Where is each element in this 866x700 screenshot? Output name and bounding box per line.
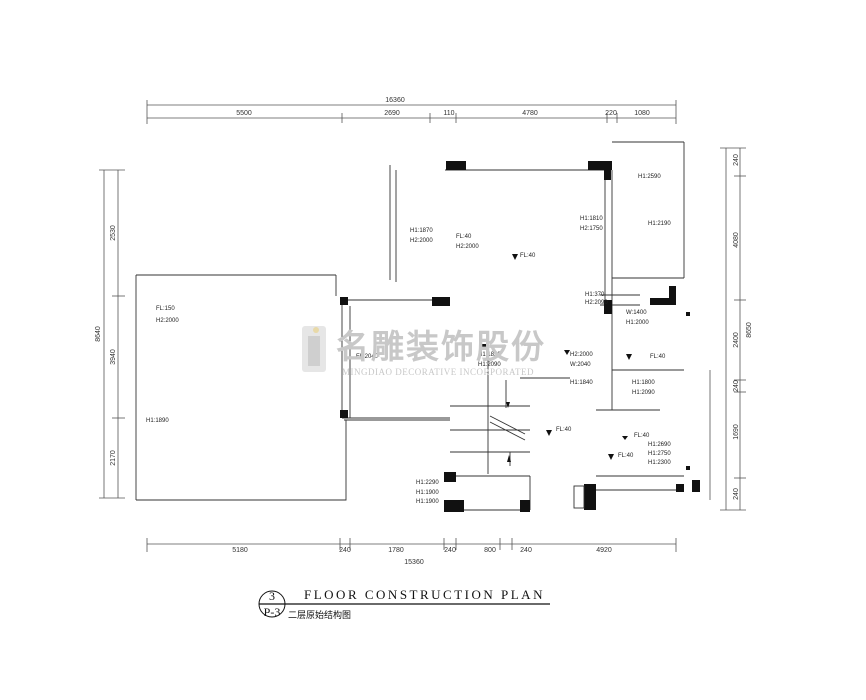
bottom-dimension: 4920 xyxy=(596,547,612,554)
wall-lines xyxy=(135,141,685,511)
elevation-label: H1:2590 xyxy=(638,174,661,180)
elevation-label: H1:2300 xyxy=(648,460,671,466)
right-dimension: 240 xyxy=(733,154,740,166)
bottom-dimension: 240 xyxy=(444,547,456,554)
right-dimension: 1690 xyxy=(733,424,740,440)
sheet-code: P-3 xyxy=(264,605,281,619)
elevation-label: H2:1750 xyxy=(580,226,603,232)
watermark-en: MINGDIAO DECORATIVE INCORPORATED xyxy=(342,367,534,377)
bottom-dimension: 5180 xyxy=(232,547,248,554)
drawing-title-en: FLOOR CONSTRUCTION PLAN xyxy=(304,587,545,602)
structural-columns xyxy=(340,161,700,512)
elevation-label: H1:370 xyxy=(585,292,605,298)
elevation-label: H1:2190 xyxy=(648,221,671,227)
top-dimension: 4780 xyxy=(522,110,538,117)
elevation-label: H2:2000 xyxy=(410,238,433,244)
elevation-label: H1:1900 xyxy=(416,490,439,496)
top-dimension: 5500 xyxy=(236,110,252,117)
left-dimension-chain xyxy=(99,169,125,499)
right-dimension: 4080 xyxy=(733,232,740,248)
bottom-dimension-chain xyxy=(146,538,677,552)
elevation-label: FL:150 xyxy=(156,306,175,312)
elevation-label: H2:2090 xyxy=(585,300,608,306)
elevation-label: FL:40 xyxy=(634,433,650,439)
right-dimension: 240 xyxy=(733,380,740,392)
elevation-label: H1:1850 xyxy=(478,352,501,358)
left-dimension: 3940 xyxy=(110,349,117,365)
top-dimension: 220 xyxy=(605,110,617,117)
elevation-label: H1:2750 xyxy=(648,451,671,457)
elevation-label: H1:1900 xyxy=(416,499,439,505)
top-dimension: 110 xyxy=(443,110,454,117)
left-dimension: 2530 xyxy=(110,225,117,241)
left-total-dimension: 8640 xyxy=(95,326,102,342)
watermark-logo-inner xyxy=(308,336,320,366)
top-total-dimension: 16360 xyxy=(385,97,405,104)
elevation-label: FL:40 xyxy=(556,427,572,433)
right-dimension: 2400 xyxy=(733,332,740,348)
bottom-dimension: 240 xyxy=(520,547,532,554)
sheet-number: 3 xyxy=(269,589,275,603)
drawing-title-cn: 二层原始结构图 xyxy=(288,609,351,621)
right-total-dimension: 8650 xyxy=(746,322,753,338)
elevation-label: FL:40 xyxy=(618,453,634,459)
bottom-dimension: 800 xyxy=(484,547,496,554)
top-dimension: 1080 xyxy=(634,110,650,117)
elevation-label: H1:1870 xyxy=(410,228,433,234)
elevation-label: H1:1890 xyxy=(146,418,169,424)
elevation-label: H1:1810 xyxy=(580,216,603,222)
right-dimension-chain xyxy=(709,147,746,511)
elevation-label: H1:1840 xyxy=(570,380,593,386)
watermark-logo-dot xyxy=(313,327,319,333)
company-watermark: 名雕装饰股份 MINGDIAO DECORATIVE INCORPORATED xyxy=(302,326,546,377)
watermark-cn: 名雕装饰股份 xyxy=(336,327,546,366)
elevation-label: H2:2000 xyxy=(156,318,179,324)
elevation-label: FL:40 xyxy=(456,234,472,240)
elevation-label: H1:2000 xyxy=(626,320,649,326)
right-dimension: 240 xyxy=(733,488,740,500)
elevation-label: H1:2290 xyxy=(416,480,439,486)
bottom-total-dimension: 15360 xyxy=(404,559,424,566)
bottom-dimension: 240 xyxy=(339,547,351,554)
bottom-dimension: 1780 xyxy=(388,547,404,554)
top-dimension: 2690 xyxy=(384,110,400,117)
elevation-label: H1:2690 xyxy=(648,442,671,448)
elevation-label: H2:2000 xyxy=(570,352,593,358)
direction-arrows xyxy=(480,254,632,462)
top-dimension-chain xyxy=(146,100,677,124)
elevation-label: FL:40 xyxy=(520,253,536,259)
elevation-label: W:2040 xyxy=(570,362,591,368)
elevation-label: FL:40 xyxy=(650,354,666,360)
elevation-label: H1:2090 xyxy=(632,390,655,396)
elevation-label: FL:2040 xyxy=(356,354,379,360)
column-outline xyxy=(573,485,585,509)
left-dimension: 2170 xyxy=(110,450,117,466)
elevation-label: H1:2090 xyxy=(478,362,501,368)
elevation-label: H2:2000 xyxy=(456,244,479,250)
elevation-label: H1:1800 xyxy=(632,380,655,386)
drawing-title-block: 3 P-3 FLOOR CONSTRUCTION PLAN 二层原始结构图 xyxy=(258,587,550,621)
elevation-label: W:1400 xyxy=(626,310,647,316)
